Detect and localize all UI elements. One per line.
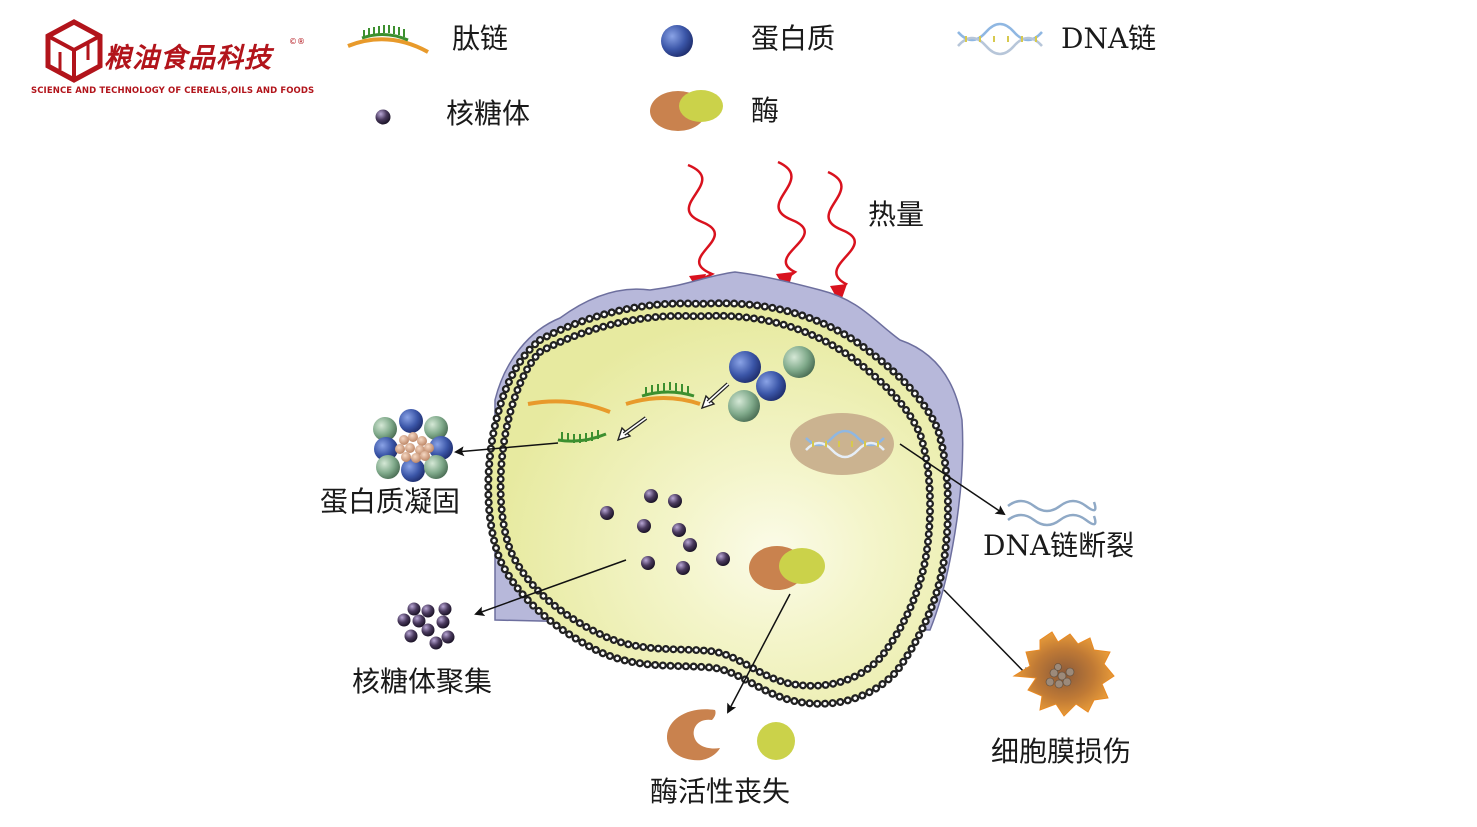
ribosome-icon — [672, 523, 686, 537]
legend-enzyme-label: 酶 — [751, 94, 780, 127]
cytoplasm — [488, 303, 948, 704]
ribosome-aggregation-label: 核糖体聚集 — [352, 665, 493, 698]
heat-arrows — [687, 160, 856, 293]
heat-label: 热量 — [868, 198, 925, 231]
enzyme-icon — [650, 90, 723, 131]
logo-mark — [45, 19, 103, 83]
ribosome-icon — [668, 494, 682, 508]
heat-arrow-icon — [687, 163, 717, 284]
protein-icon — [661, 25, 693, 57]
enzyme-icon — [749, 546, 825, 590]
legend-dna-label: DNA链 — [1061, 22, 1157, 55]
ribosome-icon — [676, 561, 690, 575]
heat-arrow-icon — [827, 170, 856, 293]
protein-icon — [756, 371, 786, 401]
unfold-arrows — [616, 382, 730, 442]
outcome-arrows — [454, 442, 1030, 714]
protein-cluster — [728, 346, 815, 422]
enzyme-inactivation-label: 酶活性丧失 — [650, 775, 791, 808]
membrane-damage-label: 细胞膜损伤 — [991, 735, 1132, 768]
nucleus — [790, 413, 894, 475]
logo-title: 粮油食品科技 — [104, 43, 272, 74]
dna-break-label: DNA链断裂 — [983, 529, 1135, 562]
logo-registered-mark: ©® — [289, 37, 305, 46]
protein-coagulation-label: 蛋白质凝固 — [320, 485, 461, 518]
aggregated-ribosomes — [397, 602, 455, 650]
peptide-icon — [347, 25, 429, 54]
ribosome-icon — [644, 489, 658, 503]
coagulated-protein — [373, 409, 453, 482]
ribosome-icon — [641, 556, 655, 570]
ribosome-icon — [375, 109, 391, 125]
ribosome-icon — [716, 552, 730, 566]
protein-icon — [729, 351, 761, 383]
legend-peptide-label: 肽链 — [452, 22, 509, 55]
ribosome-icon — [600, 506, 614, 520]
broken-dna — [1007, 499, 1097, 527]
dna-icon — [805, 429, 885, 459]
ribosomes — [600, 489, 730, 575]
logo-subtitle: SCIENCE AND TECHNOLOGY OF CEREALS,OILS A… — [31, 86, 315, 96]
legend-protein-label: 蛋白质 — [751, 22, 836, 55]
dna-icon — [957, 22, 1043, 56]
peptide-chains — [527, 382, 701, 443]
ribosome-icon — [683, 538, 697, 552]
inactivated-enzyme — [666, 709, 795, 761]
legend-ribosome-label: 核糖体 — [446, 97, 531, 130]
damaged-cell — [1012, 631, 1115, 717]
heat-arrow-icon — [777, 160, 806, 282]
ribosome-icon — [637, 519, 651, 533]
protein-icon — [783, 346, 815, 378]
protein-icon — [728, 390, 760, 422]
